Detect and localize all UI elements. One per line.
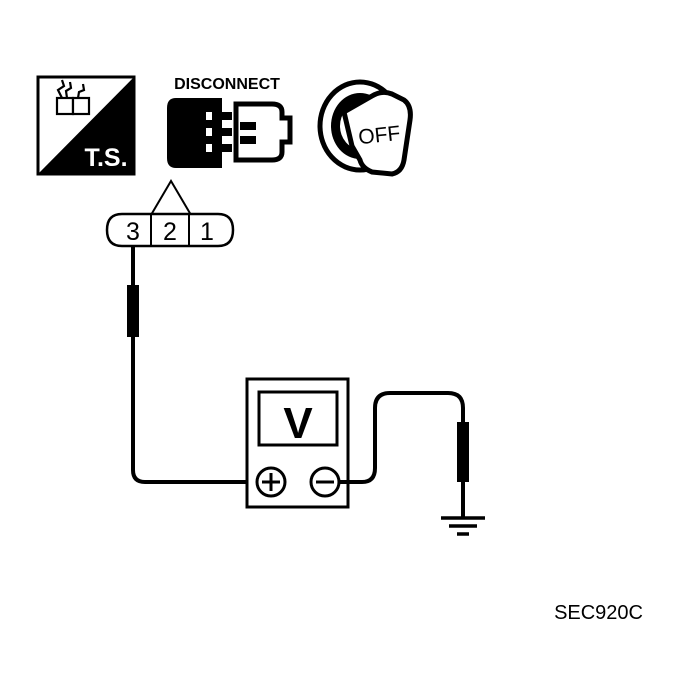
key-icon	[341, 89, 413, 177]
disconnect-icon: DISCONNECT	[167, 76, 293, 168]
connector-male-icon	[233, 101, 293, 163]
voltmeter-label: V	[283, 399, 313, 448]
disconnect-label: DISCONNECT	[174, 76, 280, 93]
pin-2-label: 2	[163, 218, 177, 246]
ground-icon	[441, 516, 485, 536]
pin-3-label: 3	[126, 218, 140, 246]
figure-code: SEC920C	[554, 602, 643, 624]
ts-icon: T.S.	[36, 75, 136, 176]
positive-probe	[127, 285, 139, 337]
negative-probe	[457, 422, 469, 482]
connector-pictogram-icon	[55, 79, 91, 116]
connector-outline	[105, 212, 235, 248]
voltmeter-display	[257, 390, 339, 447]
ts-label: T.S.	[84, 144, 127, 172]
negative-test-lead	[339, 391, 469, 518]
ignition-off-label: OFF	[357, 122, 401, 149]
connector-pin-block: 3 2 1	[105, 179, 235, 248]
positive-test-lead	[127, 246, 256, 484]
negative-terminal-icon	[309, 466, 341, 498]
positive-terminal-icon	[255, 466, 287, 498]
ignition-off-icon: OFF	[317, 79, 413, 177]
pin-1-label: 1	[200, 218, 214, 246]
voltmeter: V	[245, 377, 350, 509]
